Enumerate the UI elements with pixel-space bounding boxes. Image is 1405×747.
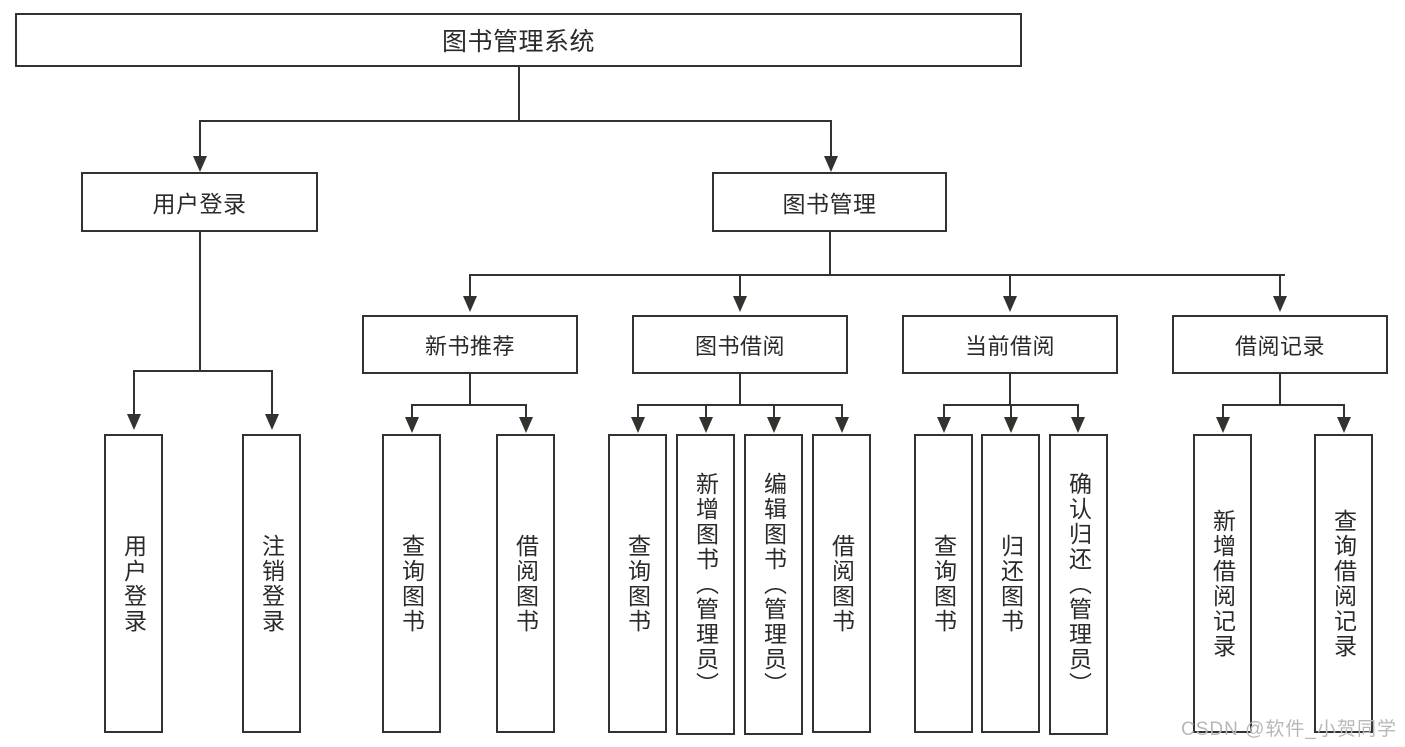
connector-root-bus	[199, 120, 831, 122]
connector-user-login-bus	[133, 370, 273, 372]
connector-borrow-record-to-leaf-1	[1222, 404, 1224, 419]
leaf-query-book-borrow[interactable]: 查询图书	[608, 434, 667, 733]
connector-new-book-stem	[469, 374, 471, 406]
node-root-system[interactable]: 图书管理系统	[15, 13, 1022, 67]
connector-root-to-book-manage	[830, 120, 832, 158]
connector-root-to-user-login	[199, 120, 201, 158]
connector-to-current-borrow	[1009, 274, 1011, 298]
leaf-confirm-return-admin[interactable]: 确认归还（管理员）	[1049, 434, 1108, 735]
arrow-book-borrow-to-leaf-1	[631, 417, 645, 433]
arrow-current-borrow-to-leaf-3	[1071, 417, 1085, 433]
connector-current-borrow-to-leaf-1	[943, 404, 945, 419]
csdn-watermark: CSDN @软件_小贺同学	[1181, 719, 1397, 740]
arrow-to-new-book	[463, 296, 477, 312]
leaf-add-book-admin[interactable]: 新增图书（管理员）	[676, 434, 735, 735]
arrow-to-book-borrow	[733, 296, 747, 312]
leaf-query-book-recommend[interactable]: 查询图书	[382, 434, 441, 733]
connector-borrow-record-bus	[1222, 404, 1344, 406]
connector-current-borrow-to-leaf-3	[1077, 404, 1079, 419]
arrow-borrow-record-to-leaf-2	[1337, 417, 1351, 433]
arrow-current-borrow-to-leaf-1	[937, 417, 951, 433]
connector-current-borrow-stem	[1009, 374, 1011, 406]
connector-book-borrow-to-leaf-2	[705, 404, 707, 419]
node-new-book-recommend[interactable]: 新书推荐	[362, 315, 578, 374]
connector-book-manage-stem	[829, 232, 831, 276]
node-user-login[interactable]: 用户登录	[81, 172, 318, 232]
arrow-user-login-to-leaf-1	[127, 414, 141, 430]
node-label: 借阅记录	[1234, 333, 1325, 359]
arrow-user-login-to-leaf-2	[265, 414, 279, 430]
connector-borrow-record-stem	[1279, 374, 1281, 406]
leaf-add-borrow-record[interactable]: 新增借阅记录	[1193, 434, 1252, 733]
leaf-logout[interactable]: 注销登录	[242, 434, 301, 733]
leaf-edit-book-admin[interactable]: 编辑图书（管理员）	[744, 434, 803, 735]
connector-current-borrow-to-leaf-2	[1010, 404, 1012, 419]
connector-root-stem	[518, 67, 520, 120]
arrow-new-book-to-leaf-2	[519, 417, 533, 433]
arrow-book-borrow-to-leaf-2	[699, 417, 713, 433]
arrow-book-borrow-to-leaf-3	[767, 417, 781, 433]
connector-to-borrow-record	[1279, 274, 1281, 298]
node-label: 用户登录	[152, 191, 247, 217]
node-book-borrow[interactable]: 图书借阅	[632, 315, 848, 374]
connector-user-login-to-leaf-2	[271, 370, 273, 416]
arrow-to-current-borrow	[1003, 296, 1017, 312]
connector-level2-bus	[469, 274, 1285, 276]
connector-borrow-record-to-leaf-2	[1343, 404, 1345, 419]
node-current-borrow[interactable]: 当前借阅	[902, 315, 1118, 374]
connector-book-borrow-to-leaf-3	[773, 404, 775, 419]
arrow-current-borrow-to-leaf-2	[1004, 417, 1018, 433]
node-label: 图书管理	[782, 191, 877, 217]
node-label: 图书借阅	[694, 333, 785, 359]
leaf-return-book[interactable]: 归还图书	[981, 434, 1040, 733]
connector-to-new-book	[469, 274, 471, 298]
arrow-root-to-book-manage	[824, 156, 838, 172]
node-label: 当前借阅	[964, 333, 1055, 359]
leaf-query-book-current[interactable]: 查询图书	[914, 434, 973, 733]
arrow-book-borrow-to-leaf-4	[835, 417, 849, 433]
arrow-borrow-record-to-leaf-1	[1216, 417, 1230, 433]
arrow-to-borrow-record	[1273, 296, 1287, 312]
node-book-management[interactable]: 图书管理	[712, 172, 947, 232]
connector-book-borrow-to-leaf-4	[841, 404, 843, 419]
connector-user-login-stem	[199, 232, 201, 371]
connector-user-login-to-leaf-1	[133, 370, 135, 416]
connector-new-book-to-leaf-1	[411, 404, 413, 419]
connector-book-borrow-bus	[637, 404, 843, 406]
node-label: 新书推荐	[424, 333, 515, 359]
node-borrow-record[interactable]: 借阅记录	[1172, 315, 1388, 374]
connector-new-book-to-leaf-2	[525, 404, 527, 419]
node-label: 图书管理系统	[441, 28, 595, 56]
connector-book-borrow-stem	[739, 374, 741, 406]
leaf-borrow-book[interactable]: 借阅图书	[812, 434, 871, 733]
arrow-root-to-user-login	[193, 156, 207, 172]
connector-book-borrow-to-leaf-1	[637, 404, 639, 419]
leaf-user-login[interactable]: 用户登录	[104, 434, 163, 733]
leaf-borrow-book-recommend[interactable]: 借阅图书	[496, 434, 555, 733]
connector-to-book-borrow	[739, 274, 741, 298]
arrow-new-book-to-leaf-1	[405, 417, 419, 433]
connector-new-book-bus	[411, 404, 527, 406]
leaf-query-borrow-record[interactable]: 查询借阅记录	[1314, 434, 1373, 733]
